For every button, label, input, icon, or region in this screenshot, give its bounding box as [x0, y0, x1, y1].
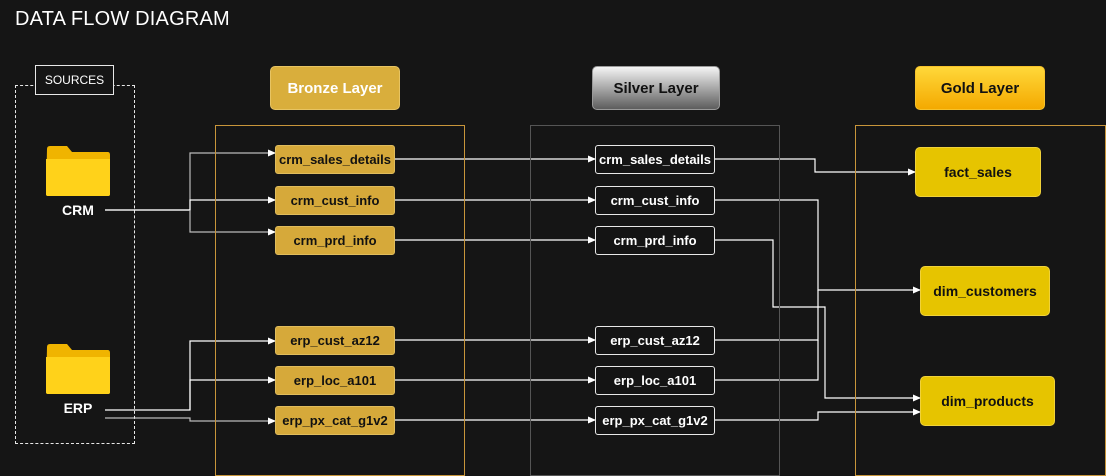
- gold-table-dim-customers: dim_customers: [920, 266, 1050, 316]
- bronze-table-erp-px-cat-g1v2: erp_px_cat_g1v2: [275, 406, 395, 435]
- bronze-table-crm-prd-info: crm_prd_info: [275, 226, 395, 255]
- bronze-table-erp-cust-az12: erp_cust_az12: [275, 326, 395, 355]
- silver-table-erp-loc-a101: erp_loc_a101: [595, 366, 715, 395]
- sources-label: SOURCES: [35, 65, 114, 95]
- flow-erp-to-bronze-erp-cust-az12: [105, 337, 276, 411]
- source-crm-label: CRM: [62, 202, 94, 218]
- flow-silver-crm-sales-details-to-fact-sales: [715, 158, 916, 176]
- source-erp-label: ERP: [63, 400, 93, 416]
- flow-silver-erp-loc-a101-to-dim-customers: [715, 340, 819, 381]
- flow-silver-erp-px-cat-g1v2-to-dim-products: [715, 408, 921, 421]
- flow-silver-crm-cust-info-to-dim-customers: [715, 199, 921, 294]
- silver-table-crm-cust-info: crm_cust_info: [595, 186, 715, 215]
- flow-silver-crm-prd-info-to-dim-products: [715, 239, 921, 402]
- flow-erp-to-bronze-erp-px-cat-g1v2: [105, 417, 276, 425]
- flow-crm-to-bronze-crm-cust-info: [105, 196, 276, 211]
- bronze-layer-header: Bronze Layer: [270, 66, 400, 110]
- bronze-table-crm-sales-details: crm_sales_details: [275, 145, 395, 174]
- flow-erp-to-bronze-erp-loc-a101: [189, 376, 276, 410]
- folder-icon: [46, 344, 110, 394]
- silver-table-crm-prd-info: crm_prd_info: [595, 226, 715, 255]
- folder-icon: [46, 146, 110, 196]
- gold-layer-header: Gold Layer: [915, 66, 1045, 110]
- silver-table-crm-sales-details: crm_sales_details: [595, 145, 715, 174]
- flow-crm-to-bronze-crm-prd-info: [189, 210, 276, 236]
- gold-table-dim-products: dim_products: [920, 376, 1055, 426]
- page-title: DATA FLOW DIAGRAM: [15, 8, 230, 30]
- silver-layer-header: Silver Layer: [592, 66, 720, 110]
- silver-table-erp-cust-az12: erp_cust_az12: [595, 326, 715, 355]
- bronze-table-erp-loc-a101: erp_loc_a101: [275, 366, 395, 395]
- bronze-table-crm-cust-info: crm_cust_info: [275, 186, 395, 215]
- gold-table-fact-sales: fact_sales: [915, 147, 1041, 197]
- silver-table-erp-px-cat-g1v2: erp_px_cat_g1v2: [595, 406, 715, 435]
